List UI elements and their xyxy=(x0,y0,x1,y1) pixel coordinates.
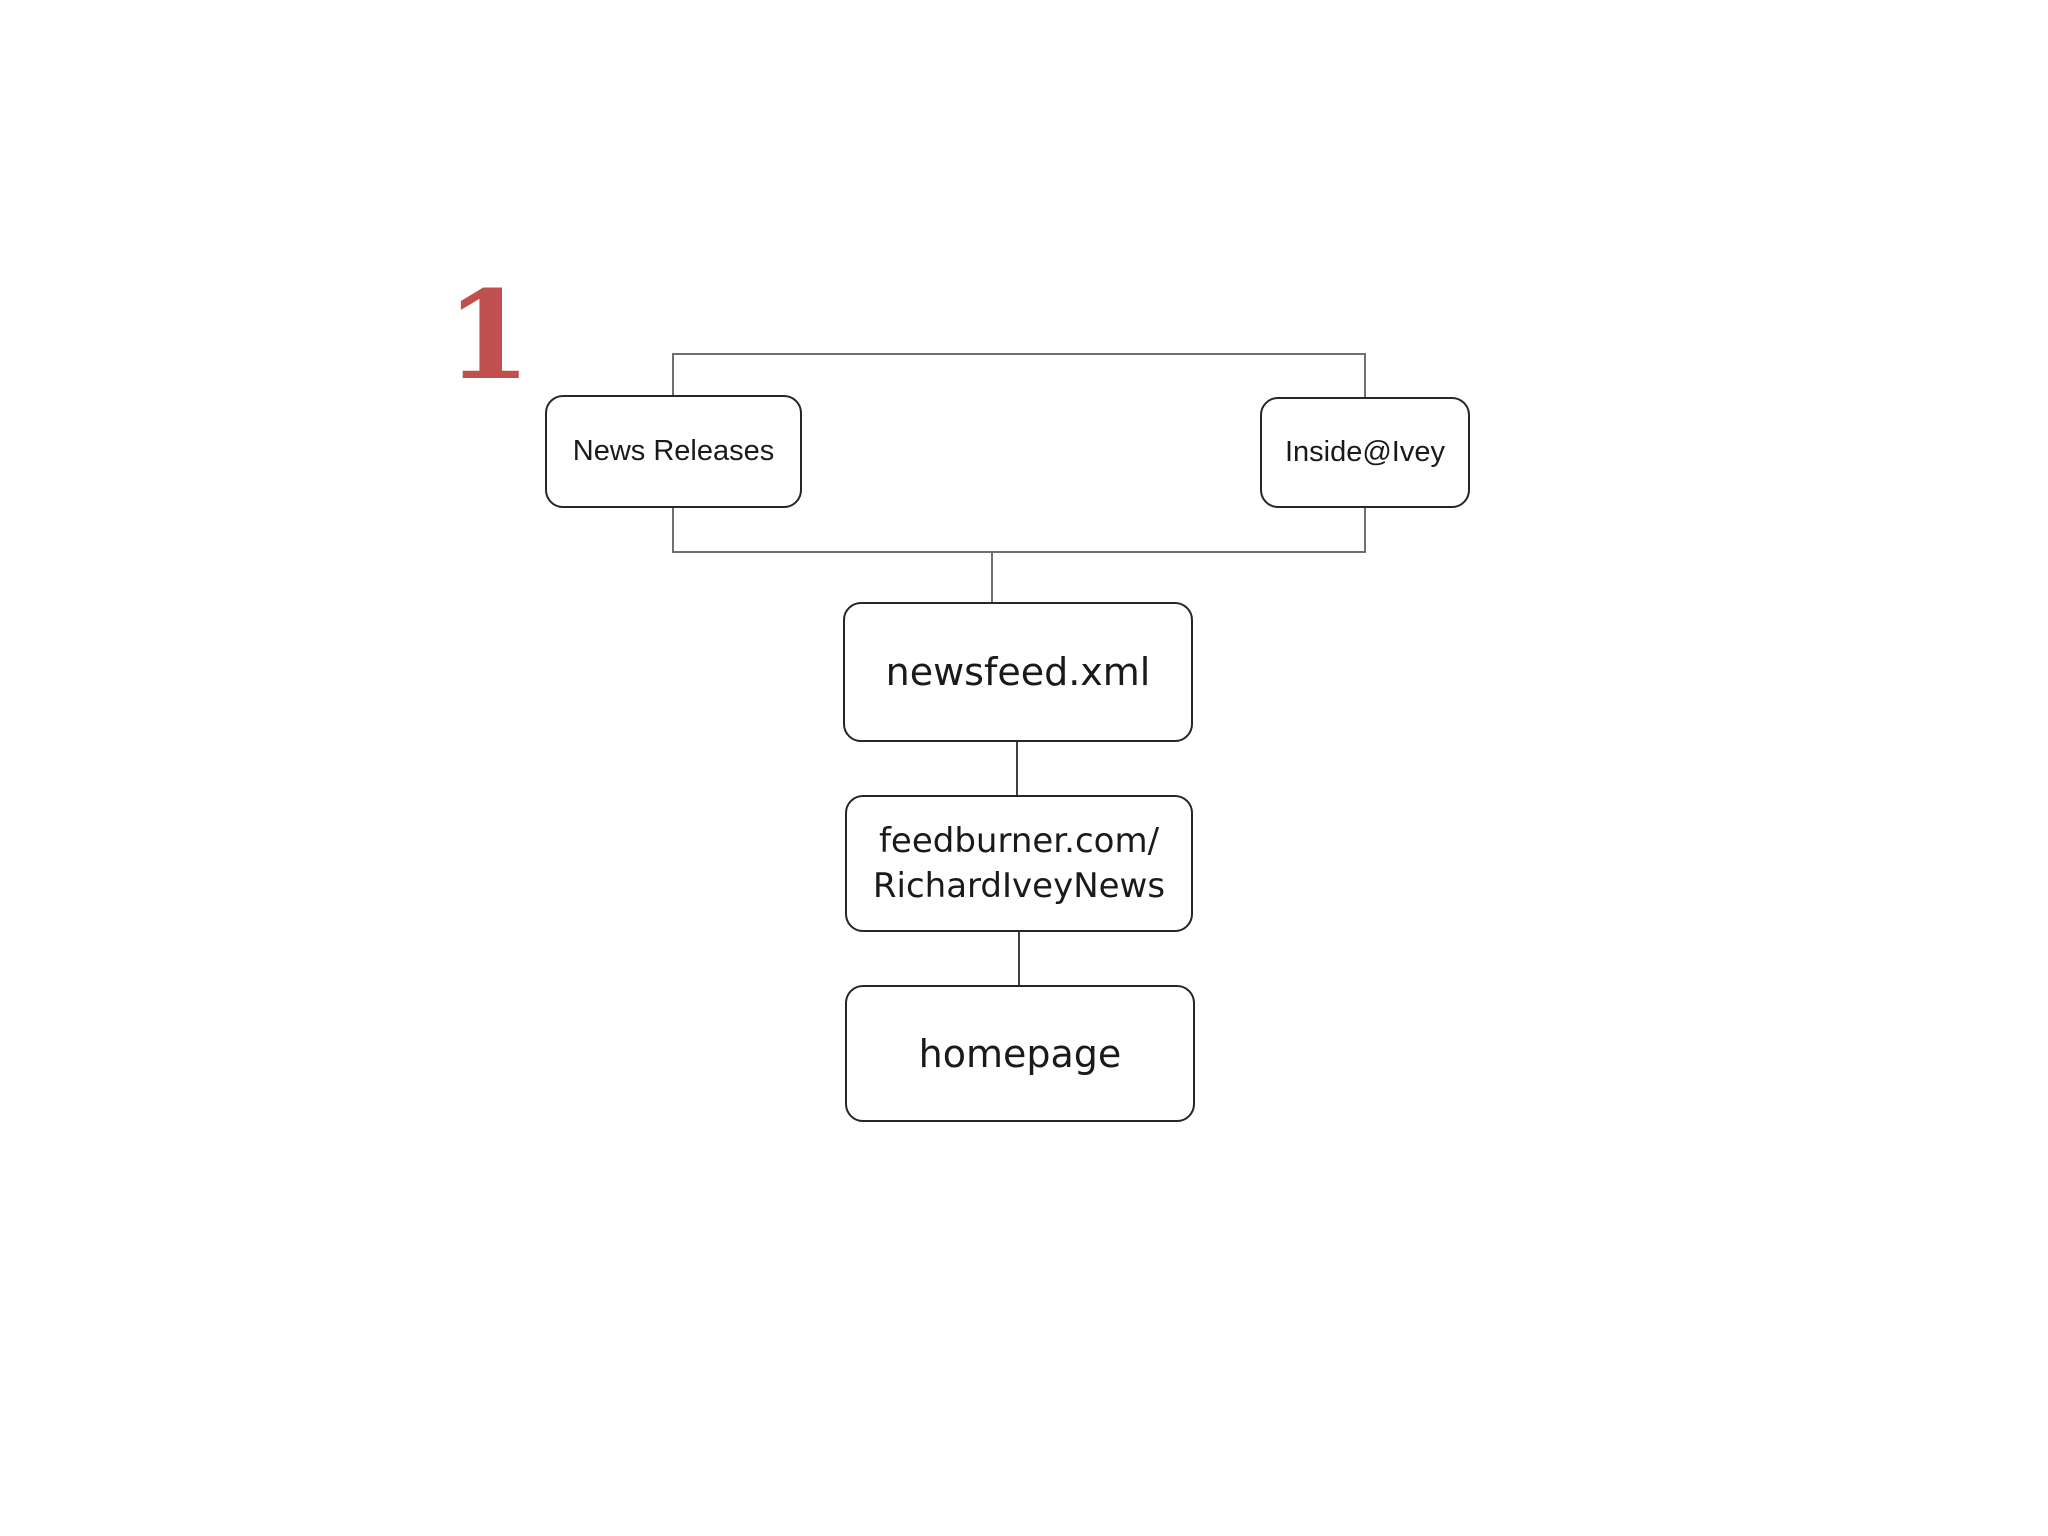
node-newsfeed-xml: newsfeed.xml xyxy=(843,602,1193,742)
node-inside-ivey-label: Inside@Ivey xyxy=(1284,436,1445,468)
edge-bottom-bracket-horizontal xyxy=(673,551,1366,553)
node-inside-ivey: Inside@Ivey xyxy=(1260,397,1470,508)
edge-drop-to-newsfeed xyxy=(991,551,993,604)
node-feedburner: feedburner.com/ RichardIveyNews xyxy=(845,795,1193,932)
edge-feedburner-to-homepage xyxy=(1018,930,1020,987)
node-homepage: homepage xyxy=(845,985,1195,1122)
edge-newsfeed-to-feedburner xyxy=(1016,740,1018,797)
node-homepage-label: homepage xyxy=(918,1031,1122,1076)
slide-number: 1 xyxy=(446,263,531,407)
node-feedburner-label-line2: RichardIveyNews xyxy=(872,865,1166,906)
node-newsfeed-xml-label: newsfeed.xml xyxy=(885,650,1151,694)
edge-top-bracket-left-vertical xyxy=(672,353,674,397)
edge-bottom-bracket-left-vertical xyxy=(672,506,674,553)
edge-top-bracket-right-vertical xyxy=(1364,353,1366,399)
edge-bottom-bracket-right-vertical xyxy=(1364,506,1366,553)
node-feedburner-label-line1: feedburner.com/ xyxy=(878,821,1160,862)
node-news-releases-label: News Releases xyxy=(572,435,775,467)
edge-top-bracket-horizontal xyxy=(673,353,1366,355)
node-news-releases: News Releases xyxy=(545,395,802,508)
